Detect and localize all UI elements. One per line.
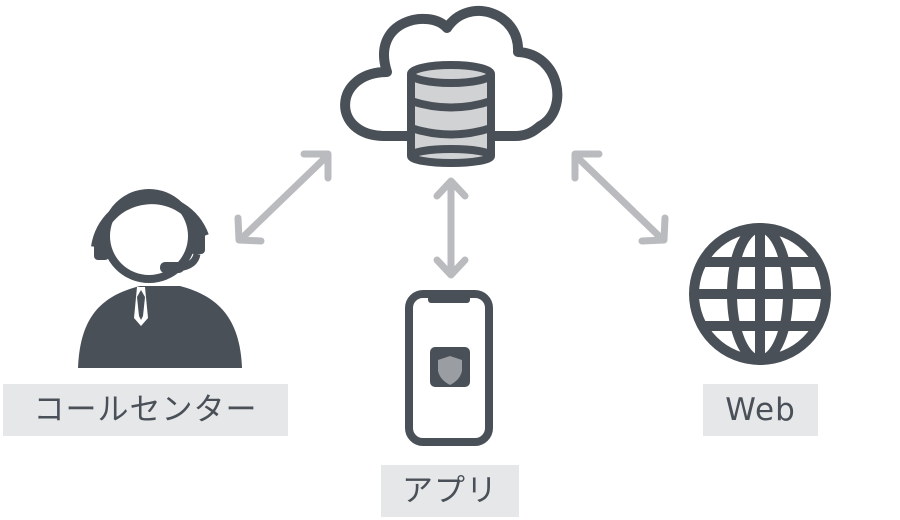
smartphone-shield-icon <box>405 290 493 446</box>
call-center-operator-icon <box>78 189 242 368</box>
arrow-cloud-web <box>571 150 669 245</box>
cloud-database-icon <box>340 6 563 167</box>
headset-band <box>91 194 209 248</box>
operator-body <box>78 286 242 368</box>
web-label: Web <box>703 384 818 436</box>
app-label: アプリ <box>381 465 519 517</box>
database-icon <box>407 61 495 167</box>
arrow-cloud-app <box>433 177 469 279</box>
call-center-label: コールセンター <box>3 384 288 436</box>
arrow-cloud-callcenter <box>234 150 332 245</box>
shield-icon <box>438 356 462 385</box>
globe-icon <box>689 223 831 365</box>
